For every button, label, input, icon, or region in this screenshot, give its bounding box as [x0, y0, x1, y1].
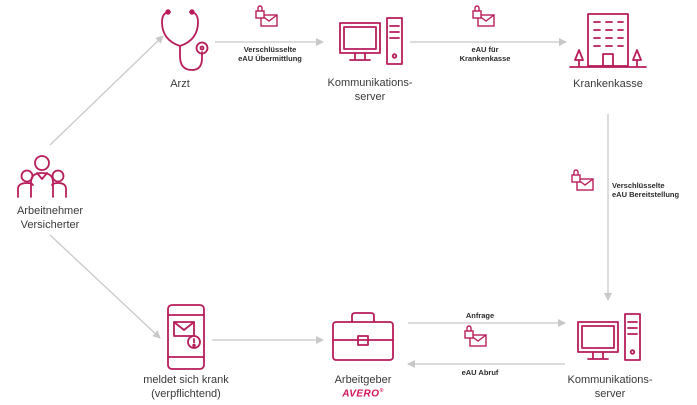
arrows	[49, 35, 612, 368]
edge-label-eau-uebermittlung: Verschlüsselte eAU Übermittlung	[238, 45, 302, 63]
office-building-icon	[569, 13, 647, 68]
server-bottom-label: Kommunikations- server	[567, 374, 653, 400]
krankenkasse-label: Krankenkasse	[573, 78, 643, 90]
briefcase-icon	[332, 312, 394, 361]
lock-mail-icon	[464, 325, 487, 347]
arbeitgeber-label: Arbeitgeber	[334, 374, 392, 386]
edge-label-eau-krankenkasse: eAU für Krankenkasse	[459, 45, 511, 63]
edge-label-eau-abruf: eAU Abruf	[461, 368, 499, 377]
server-top-label: Kommunikations- server	[327, 77, 413, 103]
arbeitnehmer-label: Arbeitnehmer Versicherter	[16, 205, 84, 231]
arrow-arbeitnehmer-phone	[49, 234, 161, 339]
lock-mail-icon	[255, 5, 278, 27]
edge-label-eau-bereitstellung: Verschlüsselte eAU Bereitstellung	[612, 181, 680, 199]
avero-logo: AVERO®	[342, 388, 384, 400]
phone-label: meldet sich krank (verpflichtend)	[143, 374, 229, 400]
lock-mail-icon	[571, 169, 594, 191]
arzt-label: Arzt	[170, 78, 190, 90]
computer-server-icon	[577, 313, 641, 361]
stethoscope-icon	[161, 9, 209, 71]
edge-label-anfrage: Anfrage	[465, 311, 495, 320]
computer-server-icon	[339, 17, 403, 65]
smartphone-mail-icon	[167, 304, 205, 370]
people-group-icon	[17, 155, 67, 198]
arrow-arbeitnehmer-arzt	[49, 35, 164, 146]
lock-mail-icon	[472, 5, 495, 27]
